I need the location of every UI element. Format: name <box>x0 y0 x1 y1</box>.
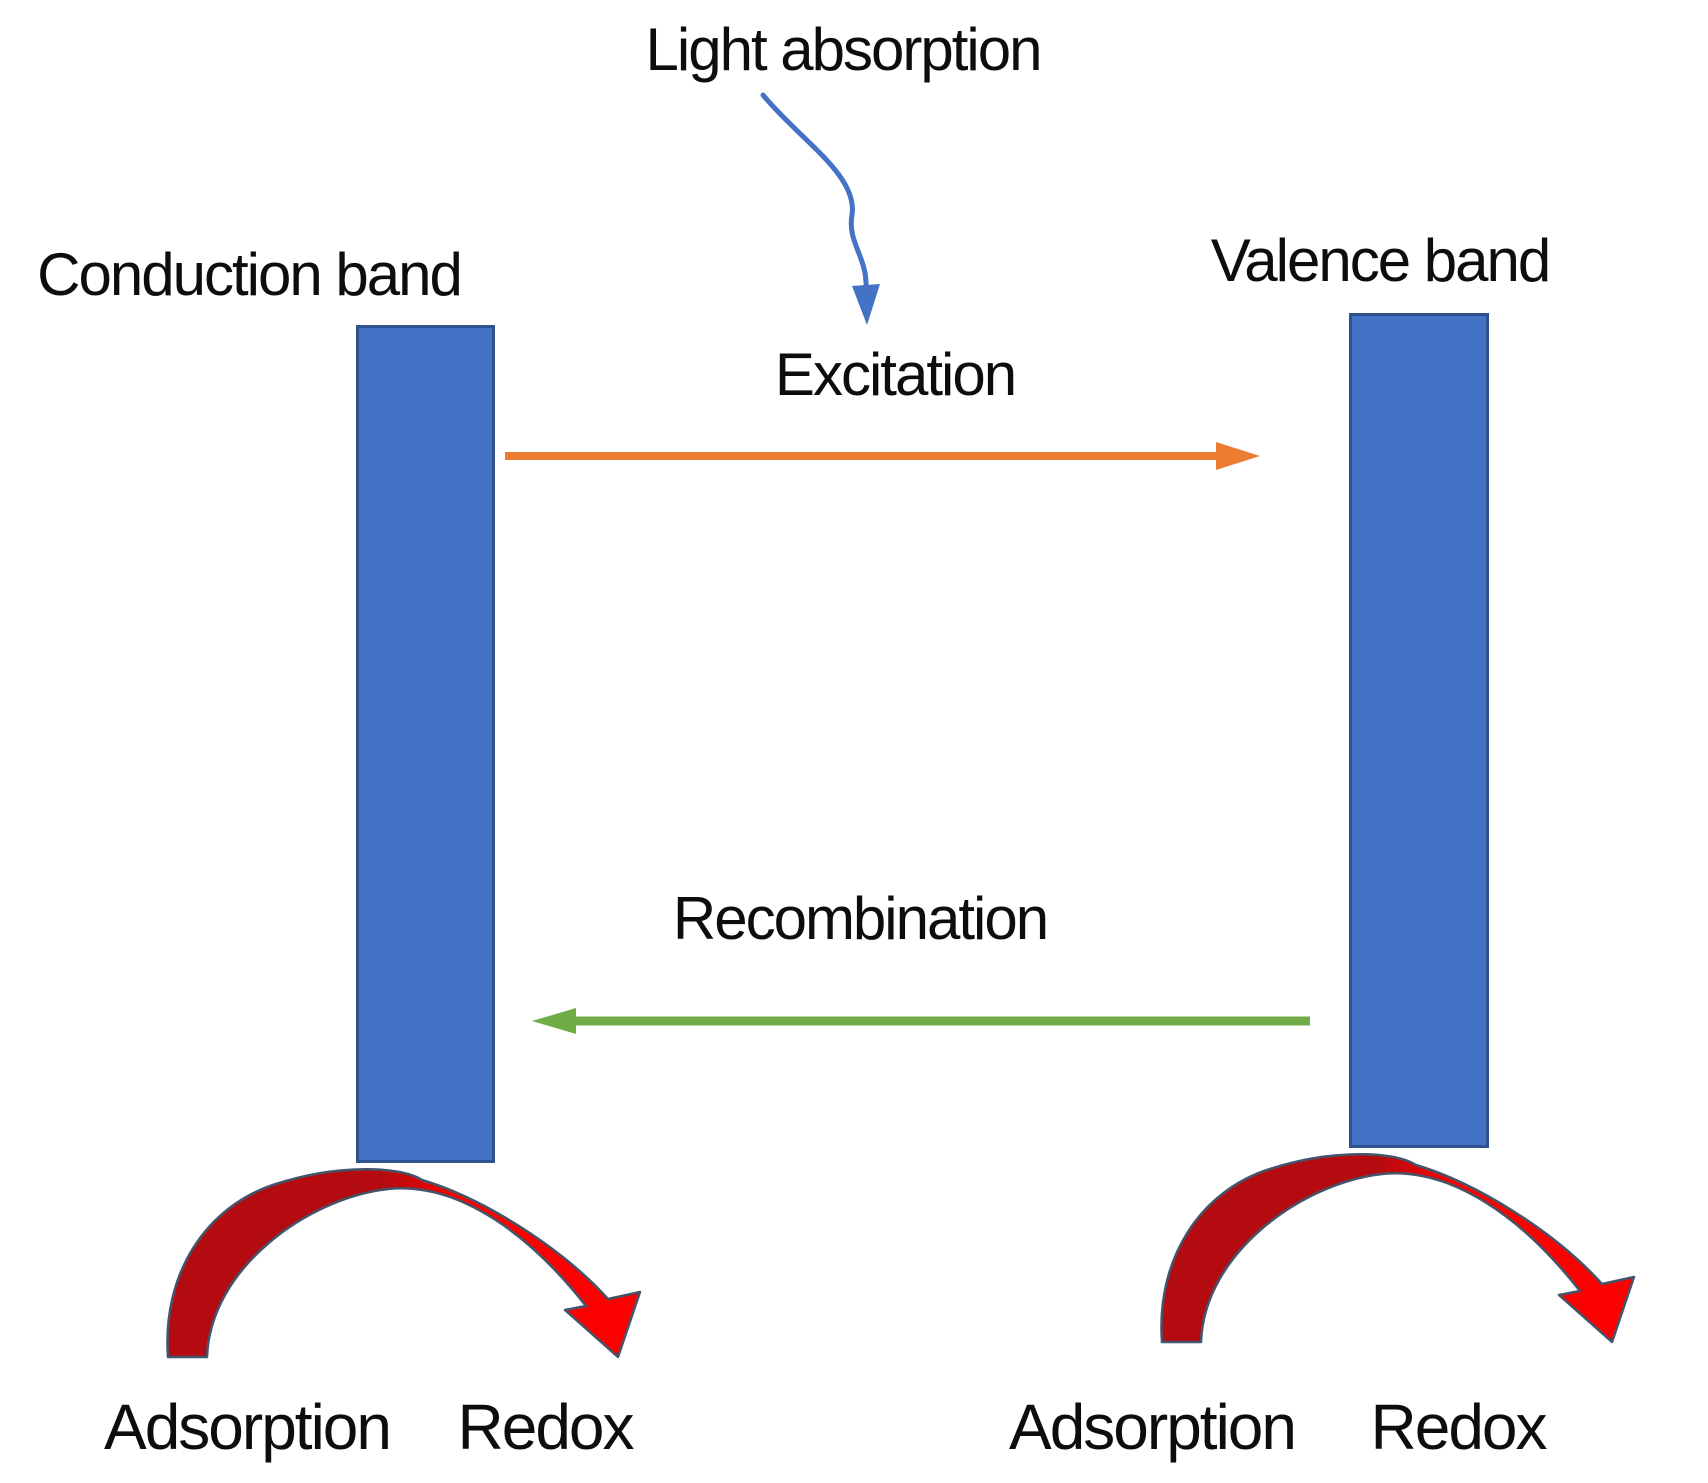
adsorption-left-label: Adsorption <box>104 1391 392 1463</box>
recombination-arrow-icon <box>532 1008 1310 1034</box>
light-absorption-label: Light absorption <box>645 16 1043 83</box>
valence-band-label: Valence band <box>1210 227 1552 294</box>
light-arrowhead <box>852 284 880 325</box>
excitation-label: Excitation <box>774 341 1017 408</box>
redox-arc-left-shape <box>166 1168 642 1359</box>
recombination-arrowhead <box>532 1008 576 1034</box>
redox-right-label: Redox <box>1370 1391 1548 1463</box>
redox-arc-left-icon <box>166 1168 642 1359</box>
excitation-arrowhead <box>1216 442 1260 470</box>
redox-left-label: Redox <box>457 1391 635 1463</box>
valence-band-bar <box>1349 313 1489 1148</box>
conduction-band-label: Conduction band <box>37 241 463 308</box>
excitation-arrow-icon <box>505 442 1260 470</box>
conduction-band-bar <box>356 325 495 1163</box>
adsorption-right-label: Adsorption <box>1009 1391 1297 1463</box>
recombination-label: Recombination <box>672 885 1049 952</box>
light-absorption-arrow-icon <box>760 92 880 325</box>
redox-arc-right-icon <box>1160 1153 1636 1344</box>
light-arrow-curve <box>760 92 869 293</box>
redox-arc-right-shape <box>1160 1153 1636 1344</box>
